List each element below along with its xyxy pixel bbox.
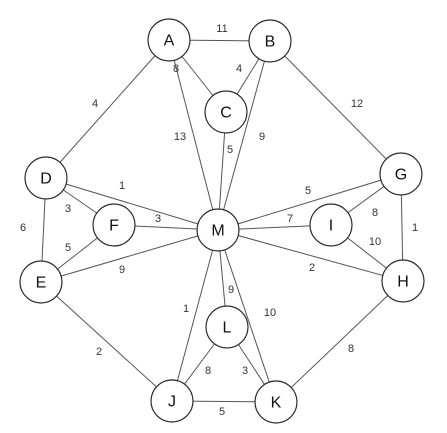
node-circle <box>92 203 136 247</box>
edge-weight-l-j: 8 <box>205 365 211 377</box>
edge-weight-m-h: 2 <box>309 262 315 274</box>
edge-weight-i-m: 7 <box>287 213 293 225</box>
node-label: K <box>271 395 282 412</box>
node-circle <box>309 203 353 247</box>
edge-line <box>45 177 219 231</box>
edge-weight-h-k: 8 <box>348 343 354 355</box>
node-a: A <box>147 18 191 62</box>
edge-weight-e-f: 5 <box>65 242 71 254</box>
edge-weight-g-i: 8 <box>372 207 378 219</box>
edge-weight-m-l: 9 <box>228 284 234 296</box>
edge-line <box>40 281 173 402</box>
node-label: F <box>109 218 119 235</box>
edge-weight-a-b: 11 <box>216 23 227 35</box>
node-h: H <box>381 259 425 303</box>
edge-weight-m-j: 1 <box>183 303 189 315</box>
edge-line <box>171 229 219 402</box>
edge-line <box>275 280 404 403</box>
edge-line <box>217 229 277 403</box>
edge-line <box>217 229 404 282</box>
edge-line <box>45 39 170 179</box>
edge-weight-b-m: 9 <box>259 131 265 143</box>
node-i: I <box>309 203 353 247</box>
node-circle <box>381 259 425 303</box>
edge-weight-e-j: 2 <box>96 346 102 358</box>
node-circle <box>254 380 298 424</box>
edge-line <box>269 40 402 175</box>
edge-weight-a-d: 4 <box>92 98 98 110</box>
node-label: I <box>329 218 333 235</box>
edge-weight-b-g: 12 <box>351 98 363 110</box>
edge-b-g <box>269 40 402 175</box>
edge-line <box>40 229 219 283</box>
edge-a-d <box>45 39 170 179</box>
node-b: B <box>248 19 292 63</box>
node-label: H <box>397 274 409 291</box>
node-circle <box>205 305 249 349</box>
node-e: E <box>19 260 63 304</box>
node-circle <box>147 18 191 62</box>
node-label: D <box>40 171 52 188</box>
node-label: C <box>220 105 232 122</box>
edge-weight-c-m: 5 <box>227 144 233 156</box>
edge-weight-f-m: 3 <box>155 213 161 225</box>
node-circle <box>248 19 292 63</box>
edge-weight-b-c: 4 <box>236 63 242 75</box>
edge-weight-a-m: 13 <box>174 131 186 143</box>
node-label: L <box>223 320 232 337</box>
edge-e-m <box>40 229 219 283</box>
edge-weight-l-k: 3 <box>242 365 248 377</box>
nodes-layer: A B C D E F G H I J K L M <box>19 18 425 424</box>
edge-e-j <box>40 281 173 402</box>
node-m: M <box>196 208 240 252</box>
edge-weight-d-m: 1 <box>119 180 125 192</box>
edge-weight-i-h: 10 <box>369 236 381 248</box>
edge-weights-layer: 11 8 4 4 12 13 5 9 6 3 1 5 3 9 2 5 8 1 7 10 2 8 9 1 10 8 3 5 <box>20 23 418 418</box>
node-label: E <box>36 275 47 292</box>
node-circle <box>196 208 240 252</box>
edge-d-m <box>45 177 219 231</box>
node-label: A <box>164 33 175 50</box>
edge-b-m <box>217 40 271 231</box>
edge-m-h <box>217 229 404 282</box>
edge-line <box>217 173 402 231</box>
edge-a-m <box>168 39 219 231</box>
node-k: K <box>254 380 298 424</box>
node-circle <box>24 156 68 200</box>
edge-weight-e-m: 9 <box>119 264 125 276</box>
edge-h-k <box>275 280 404 403</box>
edge-line <box>168 39 219 231</box>
node-l: L <box>205 305 249 349</box>
edge-weight-g-m: 5 <box>305 185 311 197</box>
node-label: G <box>395 167 407 184</box>
edge-weight-g-h: 1 <box>412 222 418 234</box>
edge-m-j <box>171 229 219 402</box>
node-label: B <box>265 34 276 51</box>
node-circle <box>150 379 194 423</box>
node-label: J <box>168 394 176 411</box>
edge-m-k <box>217 229 277 403</box>
node-label: M <box>211 223 224 240</box>
node-g: G <box>379 152 423 196</box>
node-j: J <box>150 379 194 423</box>
edge-weight-j-k: 5 <box>219 406 225 418</box>
edge-weight-a-c: 8 <box>173 63 179 75</box>
node-circle <box>204 90 248 134</box>
edge-g-m <box>217 173 402 231</box>
node-circle <box>19 260 63 304</box>
edge-weight-d-f: 3 <box>65 203 71 215</box>
node-d: D <box>24 156 68 200</box>
edge-weight-d-e: 6 <box>20 222 26 234</box>
edge-line <box>217 40 271 231</box>
node-circle <box>379 152 423 196</box>
node-c: C <box>204 90 248 134</box>
edge-weight-m-k: 10 <box>264 307 276 319</box>
node-f: F <box>92 203 136 247</box>
